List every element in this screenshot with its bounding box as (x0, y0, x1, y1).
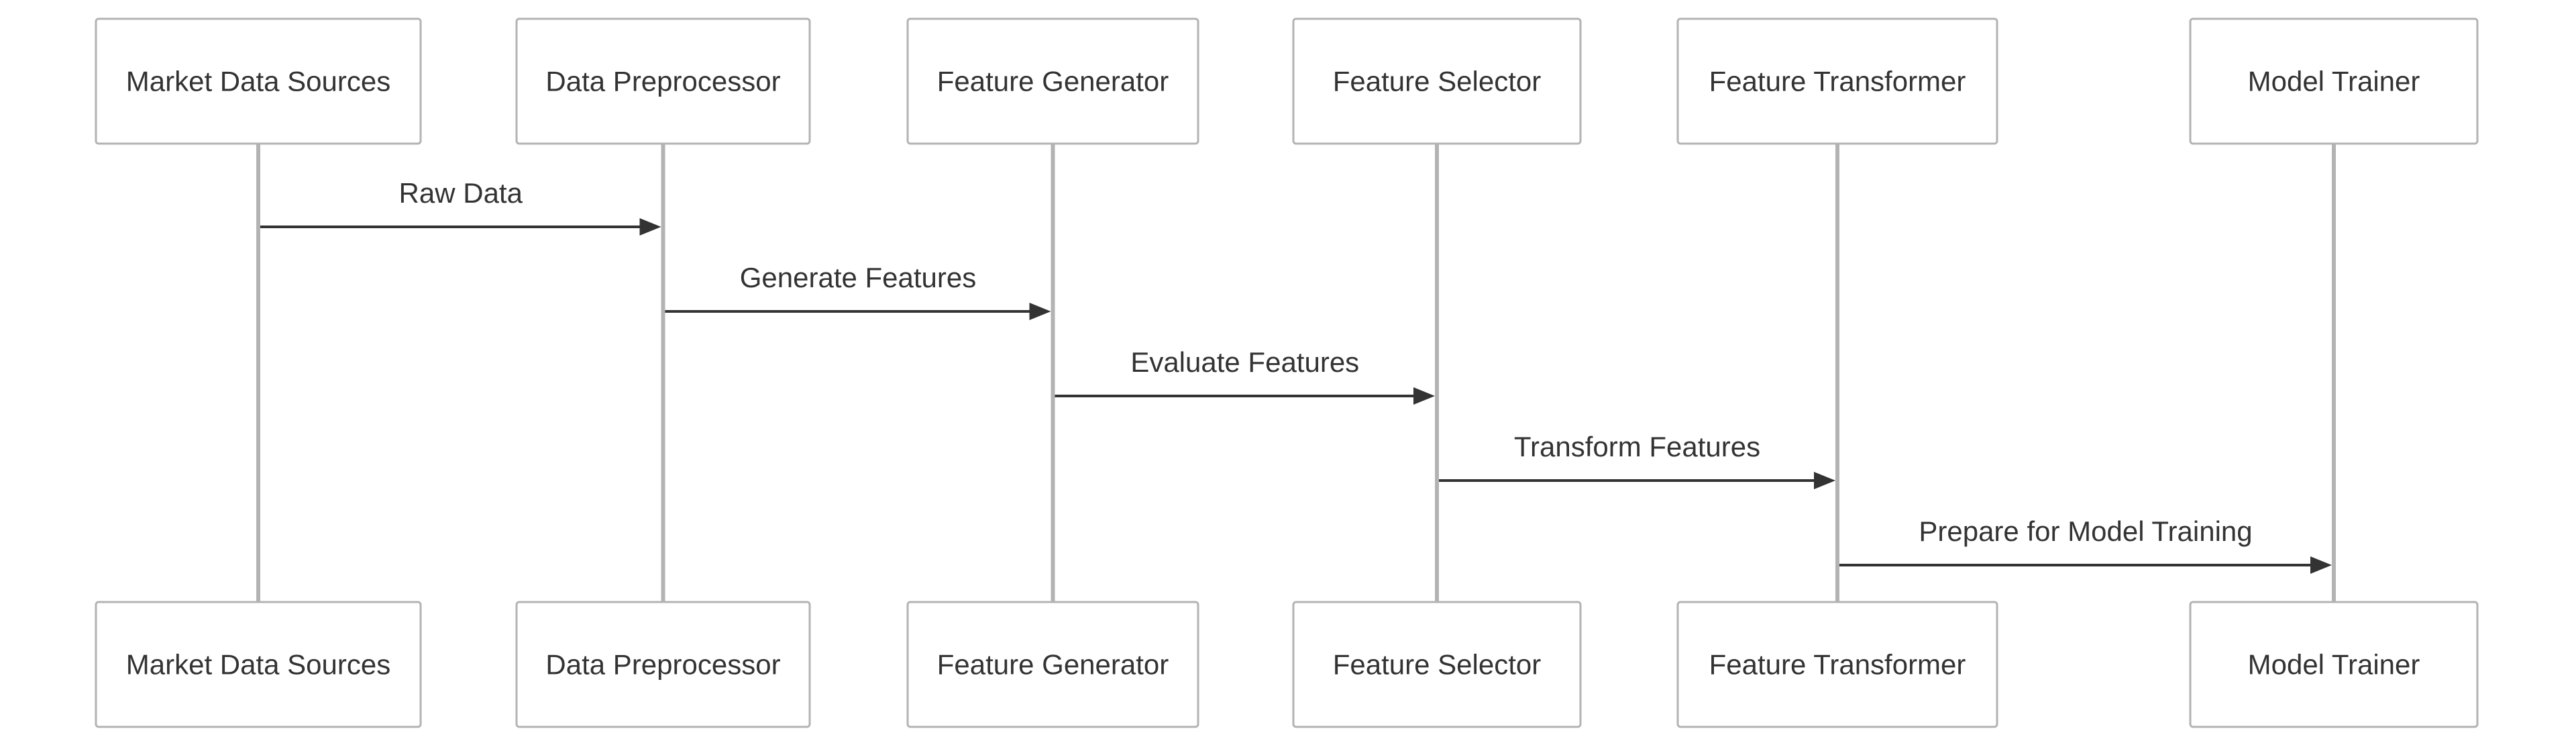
participant-preprocessor-bottom: Data Preprocessor (515, 601, 811, 728)
message-label: Generate Features (740, 262, 977, 293)
participant-box (95, 17, 422, 145)
participant-box (1292, 17, 1582, 145)
message-label: Raw Data (399, 177, 523, 209)
participant-label: Market Data Sources (126, 649, 391, 681)
participant-box (1676, 17, 1998, 145)
participant-selector-bottom: Feature Selector (1292, 601, 1582, 728)
participant-label: Data Preprocessor (545, 649, 780, 681)
participant-trainer-bottom: Model Trainer (2189, 601, 2479, 728)
participant-box (515, 601, 811, 728)
lifelines (256, 144, 2336, 602)
arrowhead-icon (2310, 556, 2332, 574)
participant-label: Feature Generator (937, 66, 1169, 97)
participant-box (906, 601, 1199, 728)
arrowhead-icon (639, 218, 661, 236)
message-label: Evaluate Features (1130, 346, 1359, 378)
participant-transformer-top: Feature Transformer (1676, 17, 1998, 145)
arrowhead-icon (1029, 303, 1051, 320)
participant-label: Model Trainer (2248, 66, 2420, 97)
participant-box (906, 17, 1199, 145)
participant-box (2189, 17, 2479, 145)
message-label: Prepare for Model Training (1919, 515, 2252, 547)
participant-generator-top: Feature Generator (906, 17, 1199, 145)
participant-label: Feature Selector (1333, 66, 1542, 97)
message-2: Generate Features (665, 262, 1051, 320)
message-5: Prepare for Model Training (1839, 515, 2332, 574)
participant-generator-bottom: Feature Generator (906, 601, 1199, 728)
participant-box (95, 601, 422, 728)
participant-box (515, 17, 811, 145)
participant-label: Market Data Sources (126, 66, 391, 97)
participants-bottom: Market Data Sources Data Preprocessor Feat… (95, 601, 2479, 728)
participant-label: Feature Transformer (1709, 649, 1966, 681)
participants-top: Market Data Sources Data Preprocessor Feat… (95, 17, 2479, 145)
participant-label: Model Trainer (2248, 649, 2420, 681)
participant-trainer-top: Model Trainer (2189, 17, 2479, 145)
message-4: Transform Features (1439, 431, 1835, 489)
participant-selector-top: Feature Selector (1292, 17, 1582, 145)
participant-label: Feature Generator (937, 649, 1169, 681)
participant-transformer-bottom: Feature Transformer (1676, 601, 1998, 728)
message-1: Raw Data (260, 177, 661, 236)
participant-preprocessor-top: Data Preprocessor (515, 17, 811, 145)
arrowhead-icon (1413, 387, 1435, 405)
participant-box (2189, 601, 2479, 728)
participant-market-bottom: Market Data Sources (95, 601, 422, 728)
message-label: Transform Features (1514, 431, 1760, 462)
participant-label: Feature Transformer (1709, 66, 1966, 97)
participant-box (1676, 601, 1998, 728)
arrowhead-icon (1814, 472, 1835, 489)
participant-label: Data Preprocessor (545, 66, 780, 97)
participant-market-top: Market Data Sources (95, 17, 422, 145)
message-3: Evaluate Features (1055, 346, 1435, 405)
participant-label: Feature Selector (1333, 649, 1542, 681)
participant-box (1292, 601, 1582, 728)
